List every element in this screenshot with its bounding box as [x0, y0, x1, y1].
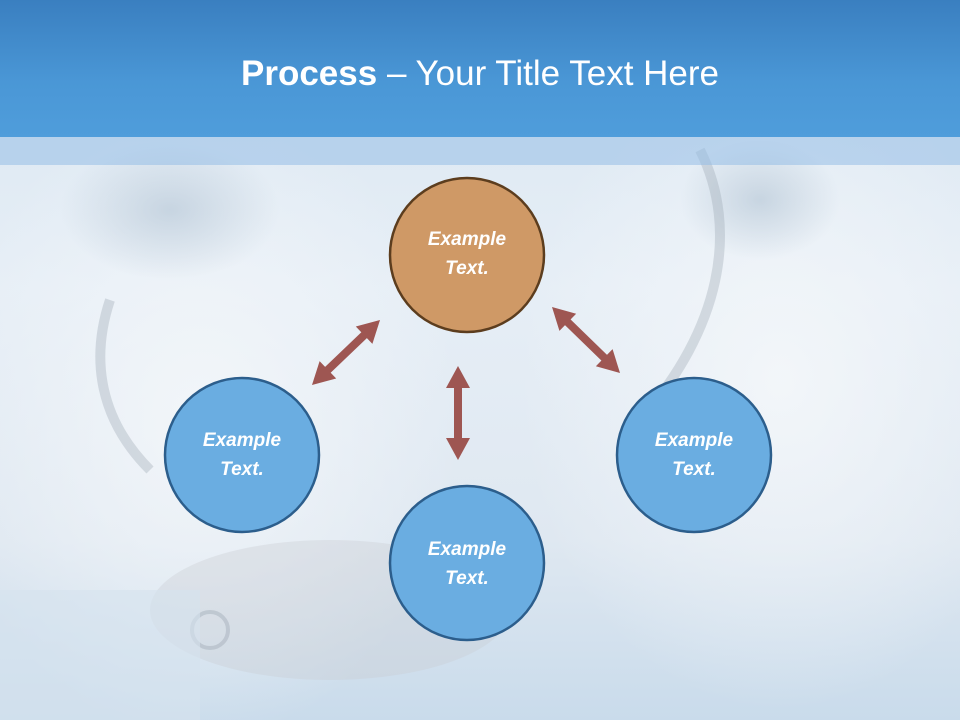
node-top-line2: Text.	[445, 258, 489, 279]
node-left-line1: Example	[202, 430, 282, 451]
node-left-line2: Text.	[220, 459, 264, 480]
arrow-top-left	[312, 320, 380, 385]
title-bar	[0, 0, 960, 137]
title-rest: – Your Title Text Here	[377, 54, 719, 93]
node-bottom-label: Example Text.	[389, 535, 545, 593]
title-bold: Process	[241, 54, 378, 93]
node-bottom-circle	[388, 484, 546, 642]
node-right-label: Example Text.	[616, 426, 772, 484]
node-top-circle	[388, 176, 546, 334]
title-bar-strip	[0, 137, 960, 165]
node-right-line1: Example	[654, 430, 734, 451]
node-bottom-line2: Text.	[445, 568, 489, 589]
node-left-label: Example Text.	[164, 426, 320, 484]
node-right-circle	[615, 376, 773, 534]
node-bottom-line1: Example	[427, 539, 507, 560]
node-top-line1: Example	[427, 229, 507, 250]
node-left-circle	[163, 376, 321, 534]
arrow-top-right	[552, 307, 620, 373]
arrow-top-bottom	[446, 366, 470, 460]
node-right-line2: Text.	[672, 459, 716, 480]
page-title: Process – Your Title Text Here	[0, 52, 960, 96]
node-top-label: Example Text.	[389, 225, 545, 283]
